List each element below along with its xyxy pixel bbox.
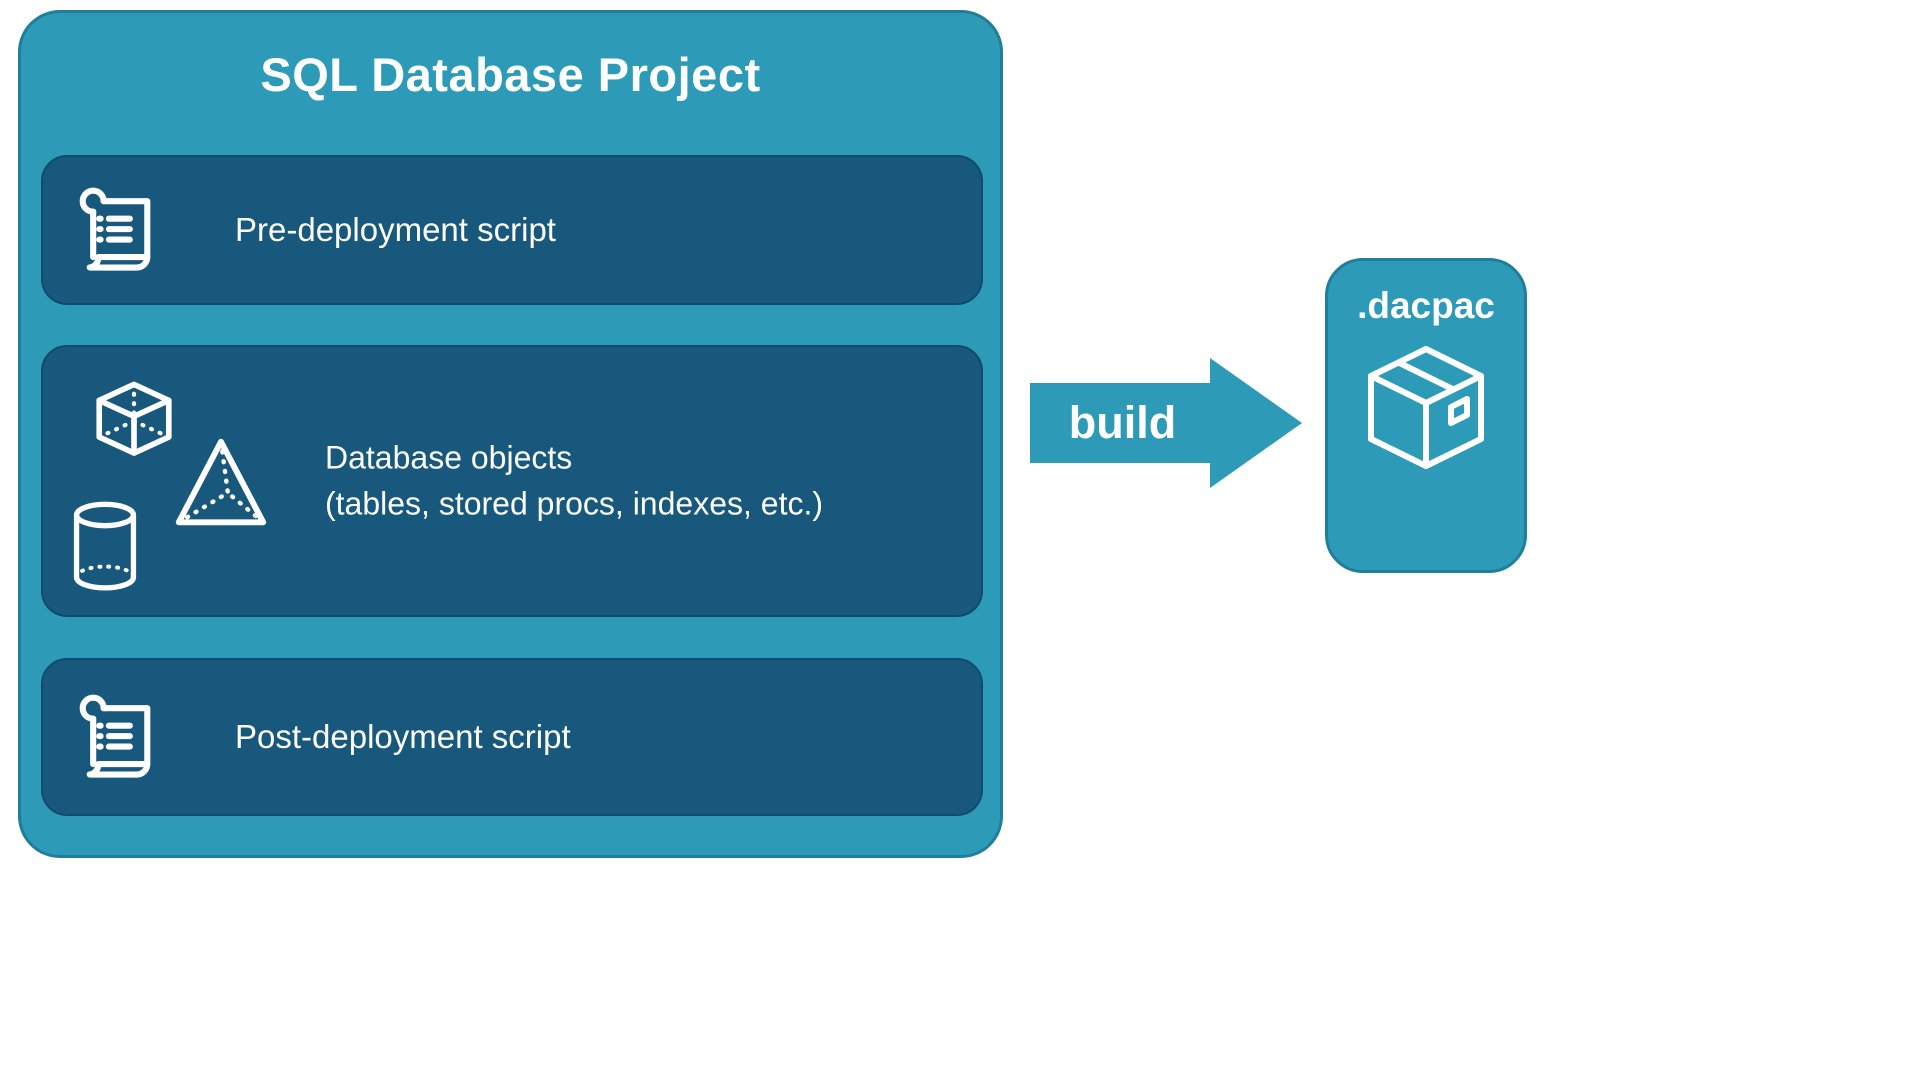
- pre-deployment-label: Pre-deployment script: [235, 211, 556, 248]
- database-objects-label: Database objects (tables, stored procs, …: [325, 435, 823, 528]
- script-scroll-icon: [67, 182, 163, 278]
- database-objects-icons: [63, 371, 283, 597]
- arrow-shape-icon: [1030, 358, 1302, 488]
- dacpac-label: .dacpac: [1357, 285, 1495, 326]
- script-scroll-icon: [67, 689, 163, 785]
- project-title: SQL Database Project: [260, 48, 761, 101]
- pyramid-icon: [175, 438, 267, 526]
- cylinder-icon: [73, 501, 137, 591]
- build-arrow-label: build: [1068, 397, 1177, 448]
- database-objects-label-line1: Database objects: [325, 439, 573, 476]
- pre-deployment-box: Pre-deployment script: [41, 155, 983, 305]
- post-deployment-label: Post-deployment script: [235, 718, 571, 755]
- database-objects-label-line2: (tables, stored procs, indexes, etc.): [325, 486, 823, 522]
- build-arrow: build: [1030, 358, 1302, 488]
- package-icon: [1348, 333, 1504, 483]
- database-objects-box: Database objects (tables, stored procs, …: [41, 345, 983, 617]
- dacpac-box: .dacpac: [1325, 258, 1527, 573]
- sql-database-project-container: SQL Database Project Pre-deployment scri…: [18, 10, 1003, 858]
- post-deployment-box: Post-deployment script: [41, 658, 983, 816]
- cube-icon: [96, 381, 172, 456]
